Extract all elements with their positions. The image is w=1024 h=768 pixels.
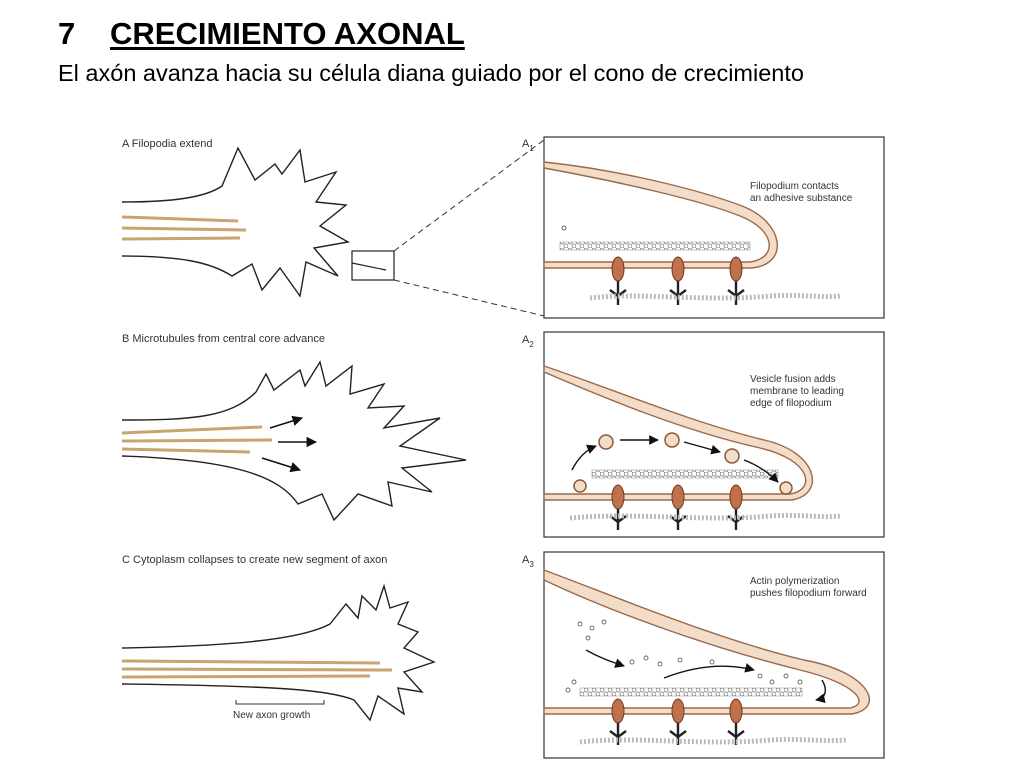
advance-arrows-b (261, 415, 318, 473)
slide-subtitle: El axón avanza hacia su célula diana gui… (58, 60, 804, 86)
substrate-a1 (589, 292, 841, 301)
monomer-a1 (561, 225, 567, 231)
filopodium-a2-membrane (543, 365, 814, 501)
inset-a3: A3 Actin polymerization pushes filopodiu… (522, 551, 885, 759)
inset-a1: A1 Filopodium contacts an adhesive subst… (522, 136, 885, 319)
inset-a2-tag: A2 (522, 334, 534, 349)
panel-c-label: C Cytoplasm collapses to create new segm… (122, 554, 387, 566)
inset-a2: A2 Vesicle fusion adds membrane to leadi… (522, 331, 885, 538)
inset-a1-caption-2: an adhesive substance (750, 193, 853, 204)
microtubules-a (121, 215, 247, 241)
inset-a2-caption-2: membrane to leading (750, 386, 844, 397)
actin-monomers-a3 (565, 619, 803, 693)
zoom-box-a (351, 250, 395, 281)
inset-a1-tag: A1 (522, 138, 534, 153)
actin-bundle-a3 (579, 687, 803, 697)
vesicles-a2 (573, 432, 793, 495)
slide-heading: CRECIMIENTO AXONAL (110, 16, 465, 51)
microtubules-b (121, 425, 273, 454)
microtubules-c (121, 659, 393, 679)
panel-a: A Filopodia extend (121, 138, 545, 317)
slide-title: 7 CRECIMIENTO AXONAL (58, 16, 465, 52)
growth-cone-b-outline (121, 360, 467, 522)
panel-c: C Cytoplasm collapses to create new segm… (121, 554, 436, 722)
actin-arrows-a3 (585, 649, 827, 704)
inset-a3-tag: A3 (522, 554, 534, 569)
filopodium-a3-membrane (543, 568, 871, 715)
actin-bundle-a1 (559, 241, 751, 251)
growth-cone-c-outline (121, 583, 436, 722)
new-growth-bracket (235, 700, 325, 705)
filopodium-target-a (351, 262, 387, 271)
actin-bundle-a2 (591, 469, 779, 479)
inset-a1-frame (543, 136, 885, 319)
inset-a1-caption-1: Filopodium contacts (750, 181, 839, 192)
panel-a-label: A Filopodia extend (122, 138, 213, 150)
inset-a3-caption-1: Actin polymerization (750, 576, 839, 587)
zoom-line-top (393, 139, 545, 252)
substrate-a3 (579, 736, 847, 745)
panel-b-label: B Microtubules from central core advance (122, 333, 325, 345)
zoom-line-bottom (393, 279, 545, 317)
receptors-a3 (609, 698, 745, 745)
inset-a3-frame (543, 551, 885, 759)
inset-a3-caption-2: pushes filopodium forward (750, 588, 867, 599)
vesicle-arrows-a2 (571, 435, 779, 483)
filopodium-a1-membrane (543, 161, 778, 269)
panel-b: B Microtubules from central core advance (121, 333, 467, 522)
inset-a2-caption-1: Vesicle fusion adds (750, 374, 836, 385)
inset-a2-caption-3: edge of filopodium (750, 398, 832, 409)
slide-number: 7 (58, 16, 76, 51)
substrate-a2 (569, 512, 841, 521)
growth-cone-a-outline (121, 146, 351, 298)
new-axon-growth-label: New axon growth (233, 710, 310, 721)
